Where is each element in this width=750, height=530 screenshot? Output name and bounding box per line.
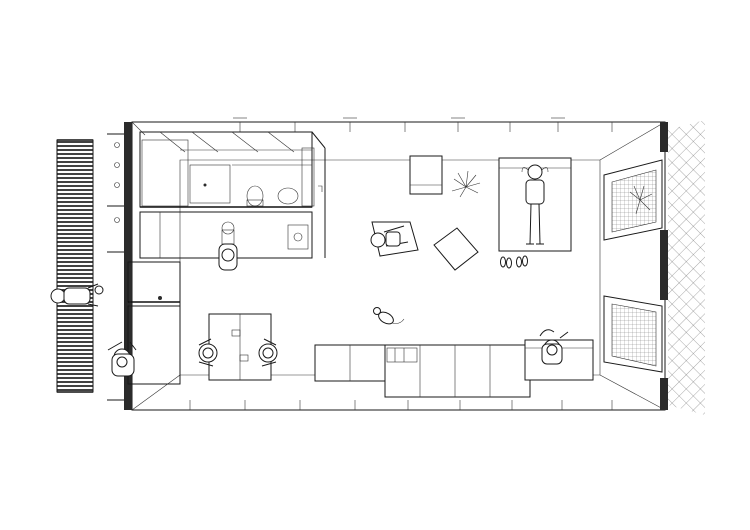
rafters-bottom xyxy=(189,400,613,410)
person-in-armchair xyxy=(370,221,419,257)
shower xyxy=(141,139,189,207)
person-at-table-right xyxy=(258,338,278,367)
kitchen-sink xyxy=(287,224,309,250)
bathroom xyxy=(139,131,326,258)
rafters-top xyxy=(233,117,613,132)
toilet xyxy=(246,185,264,207)
right-wall-post xyxy=(660,230,668,300)
right-wall-post xyxy=(660,122,668,152)
windows-right xyxy=(603,159,663,373)
person-at-kitchen xyxy=(218,243,238,271)
person-on-deck xyxy=(50,283,104,307)
vestibule xyxy=(127,261,181,385)
person-on-sofa xyxy=(539,329,569,365)
shoes xyxy=(500,255,528,269)
side-table xyxy=(409,155,443,195)
long-cabinet xyxy=(314,344,531,398)
ottoman xyxy=(433,227,479,271)
sleeping-person xyxy=(521,164,549,245)
person-at-table-left xyxy=(198,338,218,367)
bathroom-sink xyxy=(277,187,299,205)
person-at-door xyxy=(107,341,137,377)
plant xyxy=(451,170,481,198)
shower-tray xyxy=(189,164,231,204)
entrance-deck xyxy=(56,139,94,393)
right-wall-post xyxy=(660,378,668,410)
cat xyxy=(373,307,405,325)
ground-hatch xyxy=(668,120,705,415)
